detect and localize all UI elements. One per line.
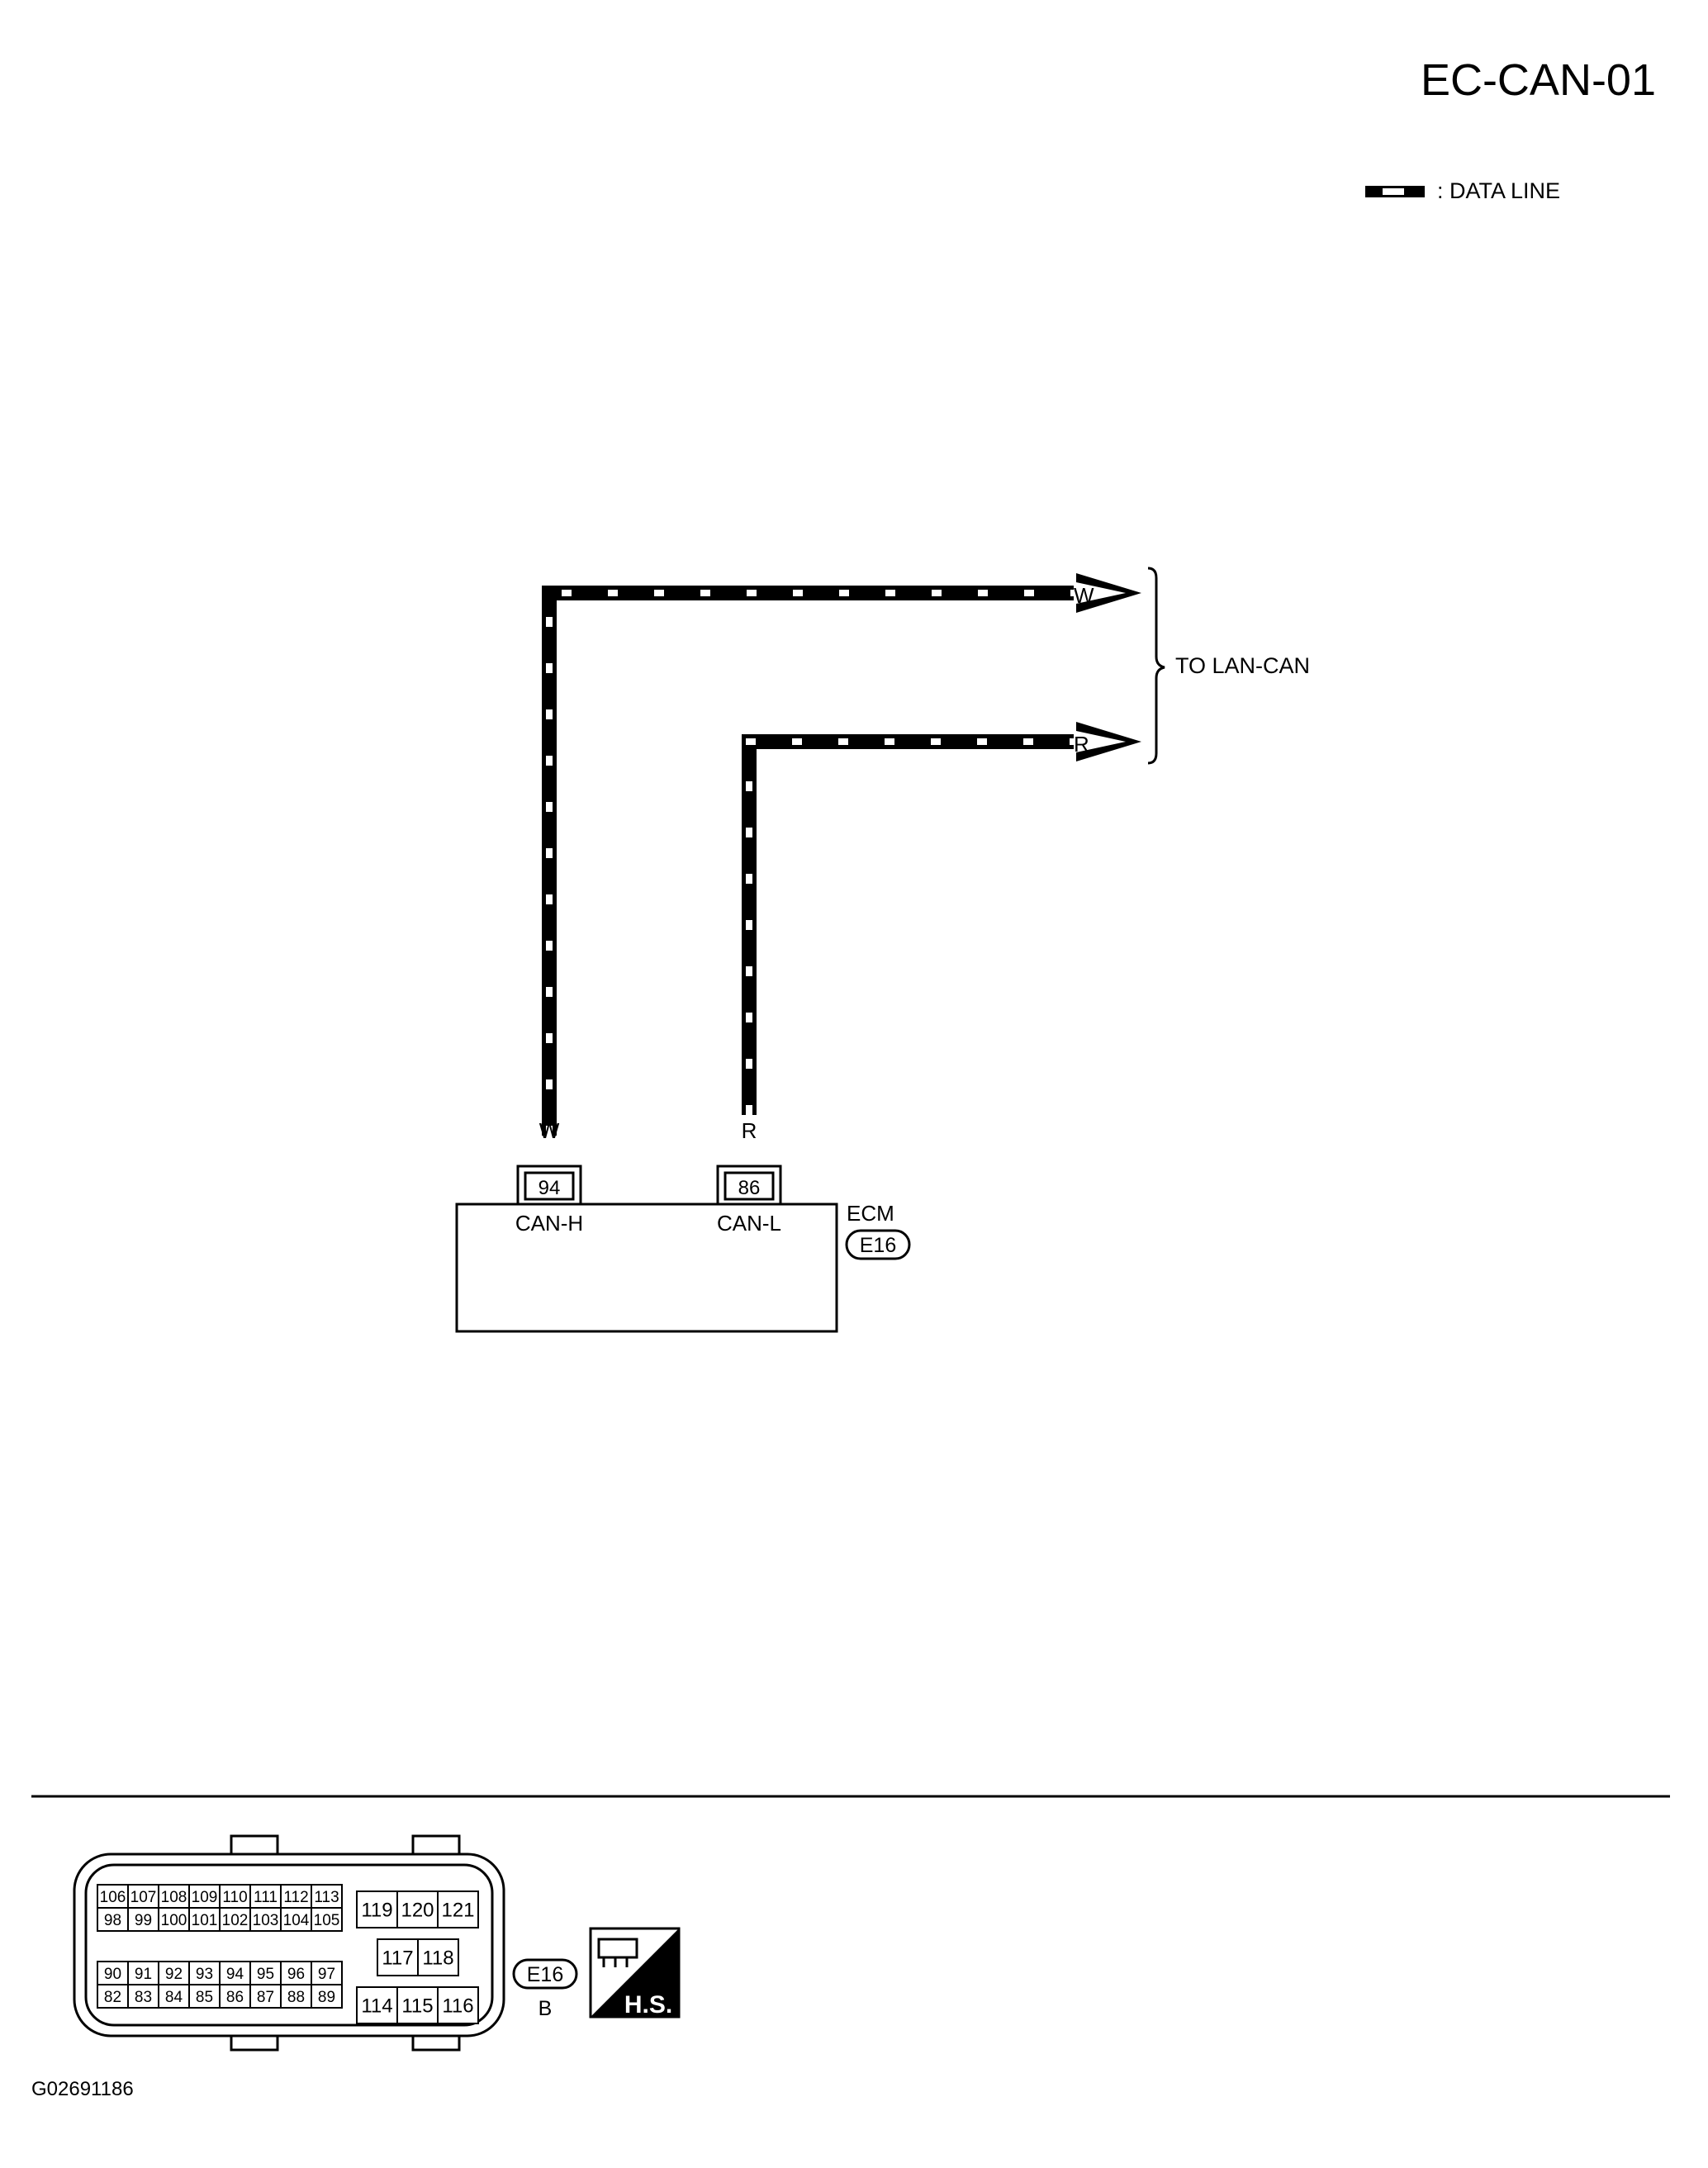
connector-pin-cell (249, 1984, 282, 2009)
connector-pin-cell (219, 1884, 251, 1909)
ecm-pin-86-signal: CAN-L (717, 1211, 781, 1236)
connector-pin-cell (97, 1961, 129, 1985)
connector-pin-number: 82 (104, 1989, 121, 2006)
connector-pin-number: 90 (104, 1966, 121, 1983)
connector-pin-cell (127, 1984, 159, 2009)
ecm-pin-86: 86 CAN-L (716, 1165, 782, 1236)
diagram-title: EC-CAN-01 (1421, 55, 1656, 105)
ecm-box (455, 1203, 838, 1333)
connector-pin-number: 101 (192, 1912, 218, 1929)
connector-pin-cell (158, 1884, 190, 1909)
connector-pin-number: 85 (196, 1989, 213, 2006)
connector-pin-number: 110 (222, 1889, 247, 1906)
connector-pin-number: 104 (283, 1912, 310, 1929)
connector-pin-number: 103 (253, 1912, 279, 1929)
connector-e16-id-label: E16 (527, 1963, 563, 1986)
wire-r-end-label: R (1074, 732, 1089, 757)
connector-pin-number: 119 (361, 1900, 392, 1922)
connector-pin-number: 108 (161, 1889, 187, 1906)
connector-pin-number: 107 (130, 1889, 157, 1906)
connector-pin-cell (280, 1907, 312, 1932)
data-line-legend-label: : DATA LINE (1437, 178, 1560, 203)
harness-side-label: H.S. (624, 1991, 672, 2019)
wire-r-arrow-icon (1076, 722, 1141, 761)
connector-e16-id: E16 B (512, 1958, 578, 2020)
connector-pin-cell (437, 1890, 479, 1928)
wire-w-arrow-icon (1076, 573, 1141, 613)
ecm-pin-94-signal: CAN-H (515, 1211, 583, 1236)
connector-pin-cell (188, 1961, 221, 1985)
ecm-connector-badge: E16 (845, 1229, 911, 1260)
data-line-legend: : DATA LINE (1365, 178, 1560, 203)
connector-pin-number: 116 (442, 1995, 473, 2018)
connector-pin-number: 93 (196, 1966, 213, 1983)
connector-pin-cell (188, 1984, 221, 2009)
connector-pin-number: 100 (161, 1912, 187, 1929)
connector-pin-number: 88 (287, 1989, 305, 2006)
wire-w-pin-label: W (539, 1118, 560, 1143)
connector-pin-number: 109 (192, 1889, 218, 1906)
connector-pin-number: 84 (165, 1989, 183, 2006)
connector-pin-cell (437, 1986, 479, 2024)
wire-r-pin-label: R (742, 1118, 757, 1143)
connector-pin-number: 102 (222, 1912, 249, 1929)
connector-pin-number: 112 (283, 1889, 308, 1906)
ecm-pin-94-number: 94 (538, 1177, 561, 1199)
connector-pin-cell (396, 1890, 439, 1928)
connector-pin-cell (311, 1961, 343, 1985)
ecm-pin-86-number: 86 (738, 1177, 761, 1199)
connector-pin-cell (127, 1884, 159, 1909)
lan-can-destination-label: TO LAN-CAN (1175, 653, 1310, 678)
connector-pin-cell (219, 1907, 251, 1932)
connector-pin-number: 120 (401, 1900, 434, 1922)
connector-pin-cell (311, 1884, 343, 1909)
connector-pin-number: 105 (314, 1912, 340, 1929)
connector-pin-number: 121 (441, 1900, 474, 1922)
connector-pin-number: 106 (100, 1889, 126, 1906)
connector-pin-cell (417, 1938, 459, 1976)
connector-pin-number: 92 (165, 1966, 183, 1983)
connector-pin-cell (219, 1984, 251, 2009)
connector-pin-cell (396, 1986, 439, 2024)
wire-w-can-h: W W (539, 573, 1141, 1143)
connector-pin-cell (311, 1984, 343, 2009)
connector-pin-number: 98 (104, 1912, 121, 1929)
connector-pin-number: 97 (318, 1966, 335, 1983)
connector-pin-number: 99 (135, 1912, 152, 1929)
harness-side-icon: H.S. (589, 1927, 681, 2019)
connector-pin-number: 96 (287, 1966, 305, 1983)
lan-can-brace: TO LAN-CAN (1147, 567, 1310, 765)
connector-pin-cell (97, 1907, 129, 1932)
wire-w-end-label: W (1074, 583, 1094, 608)
connector-pin-number: 118 (422, 1947, 453, 1970)
connector-pin-number: 114 (361, 1995, 392, 2018)
connector-pin-number: 117 (382, 1947, 413, 1970)
connector-pin-cell (158, 1961, 190, 1985)
connector-pin-cell (311, 1907, 343, 1932)
connector-pin-number: 87 (257, 1989, 274, 2006)
connector-pin-number: 86 (226, 1989, 244, 2006)
connector-pin-number: 91 (135, 1966, 152, 1983)
connector-pin-number: 95 (257, 1966, 274, 1983)
ecm-pin-94: 94 CAN-H (515, 1165, 583, 1236)
figure-code: G02691186 (31, 2078, 134, 2100)
connector-pin-number: 115 (401, 1995, 433, 2018)
connector-pin-number: 94 (226, 1966, 244, 1983)
connector-color-label: B (538, 1997, 553, 2020)
connector-pin-cell (158, 1984, 190, 2009)
connector-pin-number: 111 (254, 1889, 278, 1906)
connector-pin-number: 113 (314, 1889, 339, 1906)
wire-r-can-l: R R (742, 722, 1141, 1143)
connector-pin-number: 89 (318, 1989, 335, 2006)
connector-pin-number: 83 (135, 1989, 152, 2006)
connector-pin-cell (249, 1907, 282, 1932)
ecm-label: ECM (847, 1201, 894, 1226)
ecm-connector-label: E16 (860, 1234, 896, 1257)
